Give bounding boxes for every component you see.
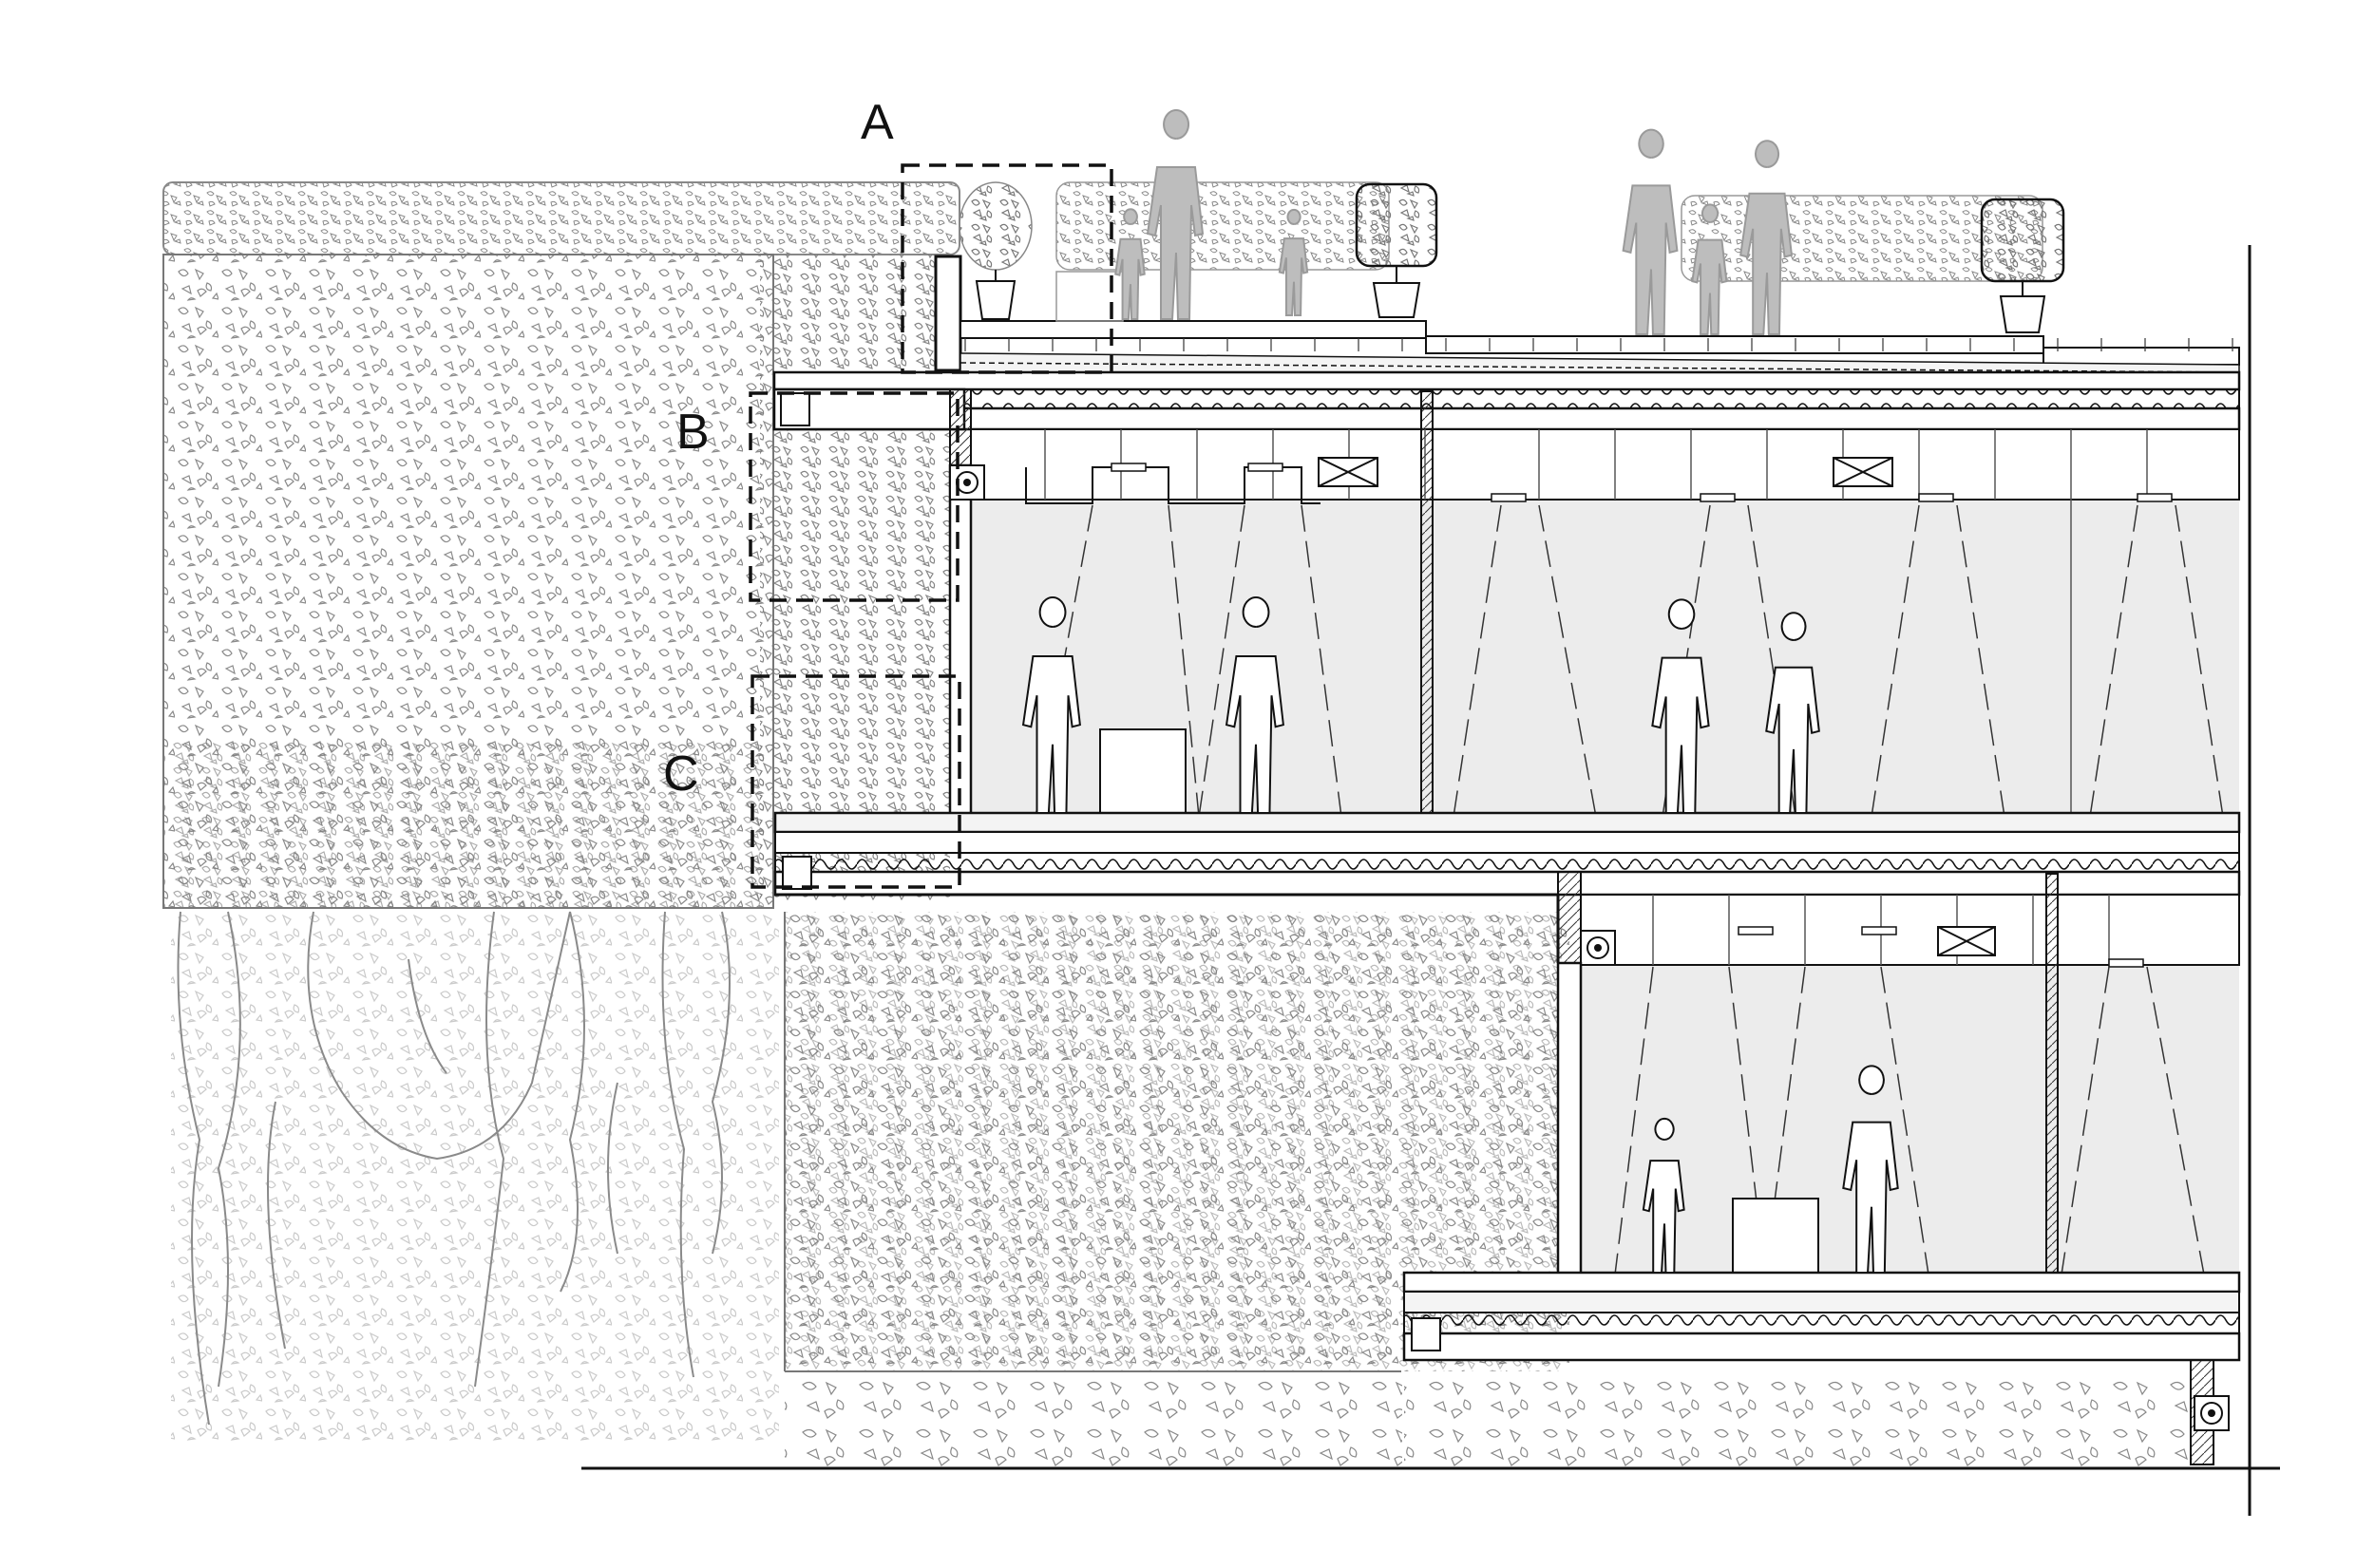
planter-icon xyxy=(1980,198,2065,333)
callout-label-b: B xyxy=(676,405,710,460)
person-silhouette-icon xyxy=(1765,612,1820,814)
person-silhouette-icon xyxy=(1021,596,1081,814)
desk xyxy=(1099,728,1187,818)
ground-fill xyxy=(1404,1371,2193,1468)
desk xyxy=(1732,1198,1819,1275)
person-silhouette-icon xyxy=(1278,208,1309,316)
person-silhouette-icon xyxy=(1842,1065,1899,1274)
duct-box xyxy=(1318,457,1893,487)
hedge-top xyxy=(162,181,960,255)
person-silhouette-icon xyxy=(1114,208,1146,320)
callout-label-a: A xyxy=(861,95,894,150)
column xyxy=(2045,873,2059,1275)
tree-canopy-left xyxy=(162,181,960,909)
person-silhouette-icon xyxy=(1146,109,1205,320)
upper-interior xyxy=(948,390,2240,821)
lower-interior xyxy=(1556,873,2240,1278)
light-fixture-icon xyxy=(1738,926,2144,968)
detail-callouts xyxy=(749,163,1113,889)
light-fixture-icon xyxy=(1111,463,2173,502)
detail-box-c[interactable] xyxy=(750,674,961,889)
root-foliage xyxy=(171,912,779,1444)
person-silhouette-icon xyxy=(1642,1117,1685,1274)
hedge-planter xyxy=(1055,181,1390,271)
person-silhouette-icon xyxy=(1651,598,1710,814)
person-silhouette-icon xyxy=(1225,596,1284,814)
callout-label-c: C xyxy=(663,746,699,802)
planter-icon xyxy=(1355,182,1438,318)
fan-coil-icon xyxy=(949,464,985,501)
fan-coil-icon xyxy=(1580,930,1616,966)
person-silhouette-icon xyxy=(1739,140,1794,335)
terrace-paving-upper xyxy=(960,320,1427,339)
fan-coil-icon xyxy=(2194,1395,2230,1431)
planter-icon xyxy=(959,181,1033,320)
detail-box-b[interactable] xyxy=(749,391,960,602)
upper-slab xyxy=(772,370,2241,466)
lower-slab xyxy=(1402,1271,2241,1465)
column xyxy=(1420,390,1434,818)
person-silhouette-icon xyxy=(1622,128,1679,335)
person-silhouette-icon xyxy=(1691,203,1728,335)
detail-box-a[interactable] xyxy=(901,163,1113,374)
middle-slab xyxy=(773,811,2241,964)
parapet xyxy=(934,255,962,372)
people xyxy=(1021,109,1899,1274)
